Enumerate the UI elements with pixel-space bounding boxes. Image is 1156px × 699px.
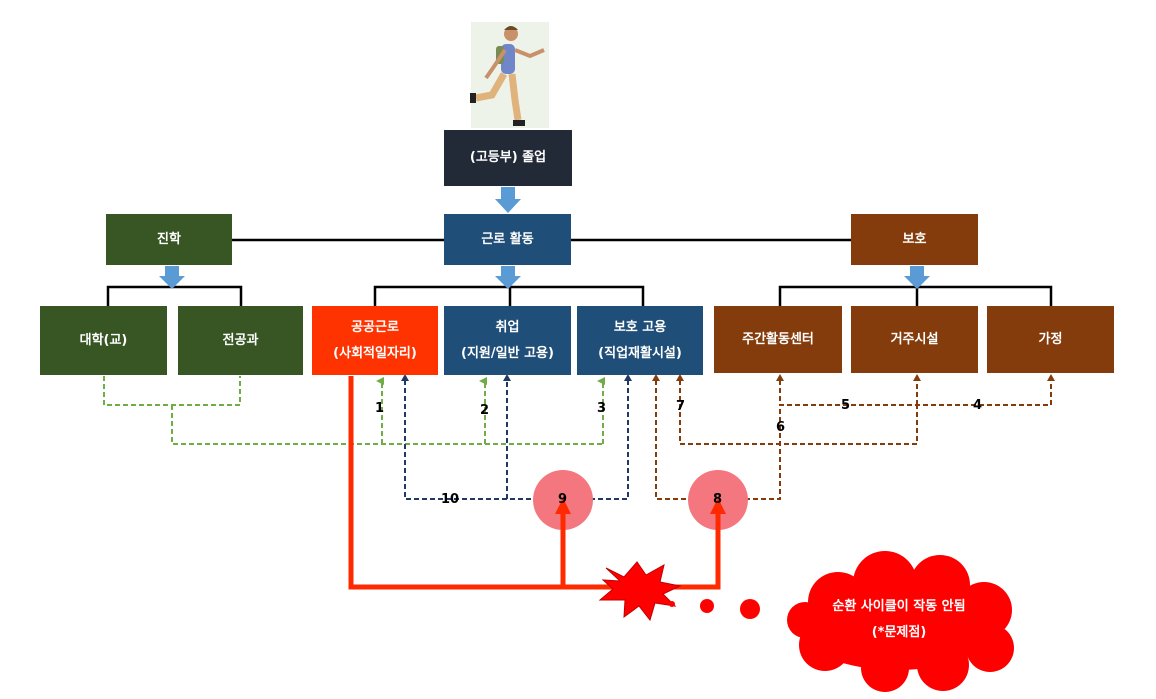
node-university-label: 대학(교) <box>79 332 128 348</box>
down-arrows <box>159 187 930 289</box>
path-label-2: 2 <box>480 403 490 418</box>
problem-line1: 순환 사이클이 작동 안됨 <box>832 599 966 614</box>
node-major: 전공과 <box>178 306 303 375</box>
node-protection-label: 보호 <box>902 231 927 247</box>
path-label-10: 10 <box>441 492 460 507</box>
node-sheltered: 보호 고용 (직업재활시설) <box>577 306 703 375</box>
problem-text: 순환 사이클이 작동 안됨 (*문제점) <box>805 594 993 646</box>
node-sheltered-line2: (직업재활시설) <box>598 345 682 361</box>
path-label-6: 6 <box>776 420 786 435</box>
node-work: 근로 활동 <box>444 214 571 265</box>
path-label-1: 1 <box>375 401 385 416</box>
problem-cloud <box>787 551 1014 692</box>
node-employment-line1: 취업 <box>495 319 520 335</box>
problem-line2: (*문제점) <box>871 625 927 640</box>
thought-dot <box>700 599 714 613</box>
path-label-9: 9 <box>558 492 568 507</box>
node-home-label: 가정 <box>1038 331 1063 347</box>
node-study: 진학 <box>106 214 232 265</box>
red-cycle-lines <box>348 376 721 590</box>
node-public-work-line2: (사회적일자리) <box>333 345 417 361</box>
node-employment-line2: (지원/일반 고용) <box>461 345 554 361</box>
hierarchy-lines <box>106 238 1053 306</box>
node-work-label: 근로 활동 <box>481 231 534 247</box>
node-public-work-line1: 공공근로 <box>351 319 399 335</box>
path-label-5: 5 <box>841 398 851 413</box>
node-study-label: 진학 <box>157 231 181 247</box>
path-label-3: 3 <box>597 401 607 416</box>
node-residence-label: 거주시설 <box>890 331 939 347</box>
node-university: 대학(교) <box>40 306 167 375</box>
node-residence: 거주시설 <box>851 306 978 373</box>
node-graduation: (고등부) 졸업 <box>444 130 572 186</box>
node-day-center-label: 주간활동센터 <box>742 331 814 347</box>
node-home: 가정 <box>987 306 1114 373</box>
node-employment: 취업 (지원/일반 고용) <box>444 306 571 375</box>
explosion-icon <box>598 561 682 622</box>
green-paths <box>103 376 605 445</box>
node-graduation-label: (고등부) 졸업 <box>469 150 547 165</box>
thought-dot <box>669 601 675 607</box>
node-protection: 보호 <box>851 214 978 265</box>
node-public-work: 공공근로 (사회적일자리) <box>312 306 438 375</box>
node-day-center: 주간활동센터 <box>714 306 842 373</box>
path-label-7: 7 <box>676 399 686 414</box>
node-major-label: 전공과 <box>222 332 259 348</box>
path-label-4: 4 <box>973 398 983 413</box>
thought-dot <box>740 599 760 619</box>
node-sheltered-line1: 보호 고용 <box>613 319 667 335</box>
path-label-8: 8 <box>713 492 723 507</box>
running-person-icon <box>470 22 549 128</box>
navy-paths <box>404 380 629 500</box>
